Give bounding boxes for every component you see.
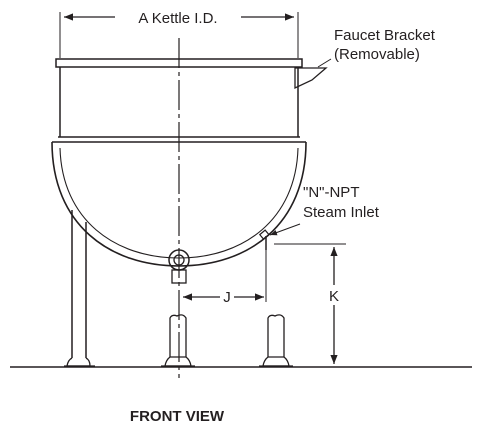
kettle-id-label: A Kettle I.D.: [138, 10, 217, 27]
drain-valve: [168, 249, 190, 284]
legs: [64, 210, 293, 367]
steam-inlet-label-line1: "N"-NPT: [303, 184, 359, 201]
dim-j-label: J: [223, 289, 231, 306]
faucet-bracket-label-line2: (Removable): [334, 46, 420, 63]
dim-k-label: K: [329, 288, 339, 305]
view-title: FRONT VIEW: [130, 408, 225, 425]
faucet-bracket: Faucet Bracket (Removable): [294, 27, 436, 90]
steam-inlet: "N"-NPT Steam Inlet: [258, 184, 380, 241]
dimension-j: J: [183, 250, 267, 306]
dimension-a: A Kettle I.D.: [59, 10, 299, 58]
faucet-bracket-label-line1: Faucet Bracket: [334, 27, 436, 44]
steam-inlet-label-line2: Steam Inlet: [303, 204, 380, 221]
dimension-k: K: [274, 243, 346, 364]
